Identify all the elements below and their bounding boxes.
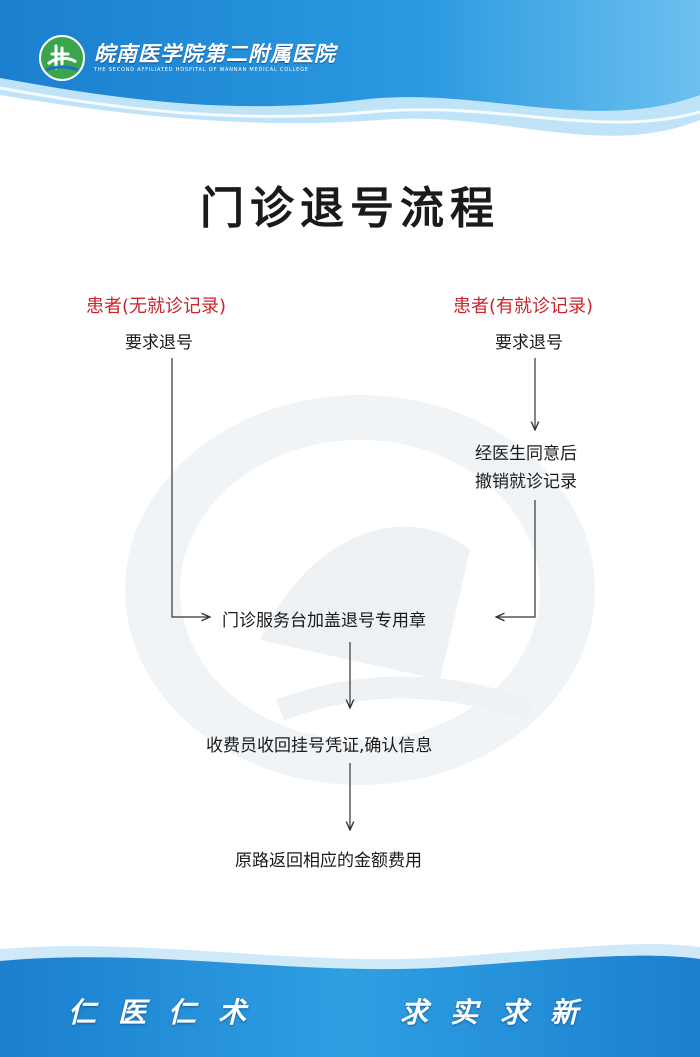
slogan-left: 仁医仁术 (68, 996, 269, 1029)
service-desk-step: 门诊服务台加盖退号专用章 (222, 611, 426, 631)
arrow-doctor-to-desk (496, 500, 536, 617)
doctor-approval-step: 经医生同意后 撤销就诊记录 (475, 440, 577, 496)
header-wave (0, 0, 700, 136)
right-request-label: 要求退号 (495, 333, 563, 353)
footer-wave (0, 944, 700, 1057)
refund-step: 原路返回相应的金额费用 (235, 851, 422, 871)
cashier-step: 收费员收回挂号凭证,确认信息 (206, 736, 433, 756)
hospital-logo-icon (39, 35, 85, 81)
hospital-name: 皖南医学院第二附属医院 (94, 41, 336, 66)
arrow-left-to-desk (171, 358, 210, 617)
page-title: 门诊退号流程 (200, 183, 500, 234)
left-patient-label: 患者(无就诊记录) (86, 296, 227, 317)
slogan-right: 求实求新 (400, 996, 601, 1029)
watermark-logo (125, 395, 595, 785)
doctor-approval-line2: 撤销就诊记录 (475, 472, 577, 492)
hospital-name-english: THE SECOND AFFILIATED HOSPITAL OF WANNAN… (94, 67, 309, 73)
left-request-label: 要求退号 (125, 333, 193, 353)
right-patient-label: 患者(有就诊记录) (453, 296, 594, 317)
doctor-approval-line1: 经医生同意后 (475, 444, 577, 464)
